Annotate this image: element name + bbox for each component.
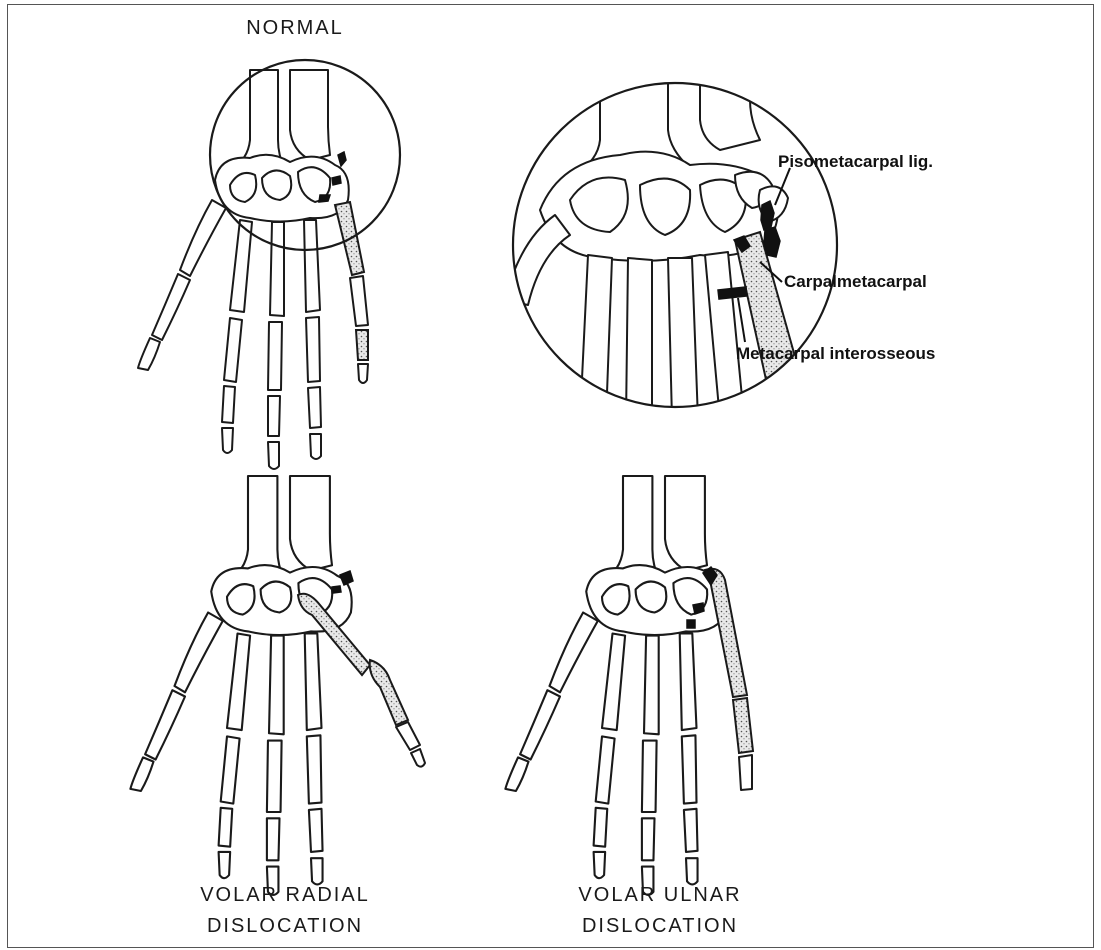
enlarged-wrist-inset [505,80,837,420]
caption-volar-ulnar: VOLAR ULNAR DISLOCATION [550,880,770,942]
caption-volar-radial-line2: DISLOCATION [175,911,395,942]
caption-volar-ulnar-line1: VOLAR ULNAR [550,880,770,911]
volar-radial-hand-drawing [130,476,425,895]
caption-normal: NORMAL [225,13,365,44]
label-metacarpal-interosseous: Metacarpal interosseous [736,344,935,364]
normal-hand-drawing [138,60,400,469]
caption-volar-radial: VOLAR RADIAL DISLOCATION [175,880,395,942]
label-pisometacarpal-ligament: Pisometacarpal lig. [778,152,933,172]
caption-volar-ulnar-line2: DISLOCATION [550,911,770,942]
caption-volar-radial-line1: VOLAR RADIAL [175,880,395,911]
volar-ulnar-hand-drawing [505,476,753,895]
label-carpalmetacarpal: Carpalmetacarpal [784,272,927,292]
